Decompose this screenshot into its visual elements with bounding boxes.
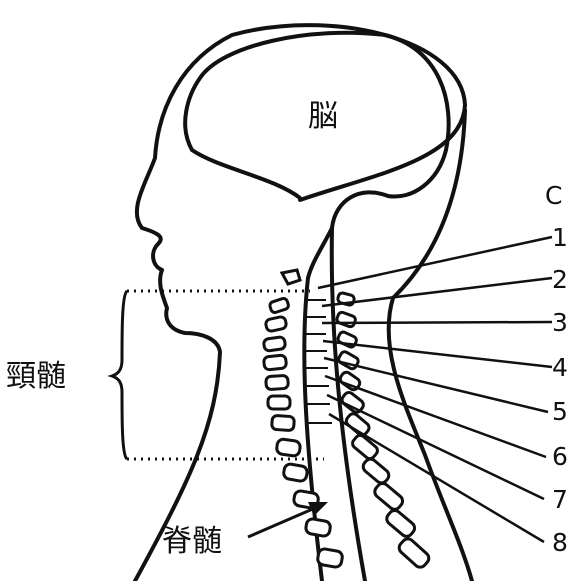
atlas-vertebra xyxy=(282,270,300,284)
segment-letter-label: C xyxy=(545,181,562,210)
segment-number-labels: 1 2 3 4 5 6 7 8 xyxy=(552,223,568,557)
segment-label: 8 xyxy=(552,528,568,557)
segment-label: 6 xyxy=(552,442,568,471)
brain-outline xyxy=(185,33,448,278)
segment-label: 5 xyxy=(552,397,568,426)
segment-label: 4 xyxy=(552,353,568,382)
cord-segment-ticks xyxy=(304,300,332,423)
segment-label: 1 xyxy=(552,223,568,252)
segment-label: 3 xyxy=(552,308,568,337)
segment-label: 7 xyxy=(552,485,568,514)
cervical-range-dotted-lines xyxy=(127,291,324,459)
brain-label: 脳 xyxy=(308,99,338,134)
cervical-cord-label: 頸髄 xyxy=(6,359,66,394)
spinal-cord-label: 脊髄 xyxy=(162,524,222,559)
segment-label: 2 xyxy=(552,265,568,294)
cervical-range-brace xyxy=(112,291,127,459)
